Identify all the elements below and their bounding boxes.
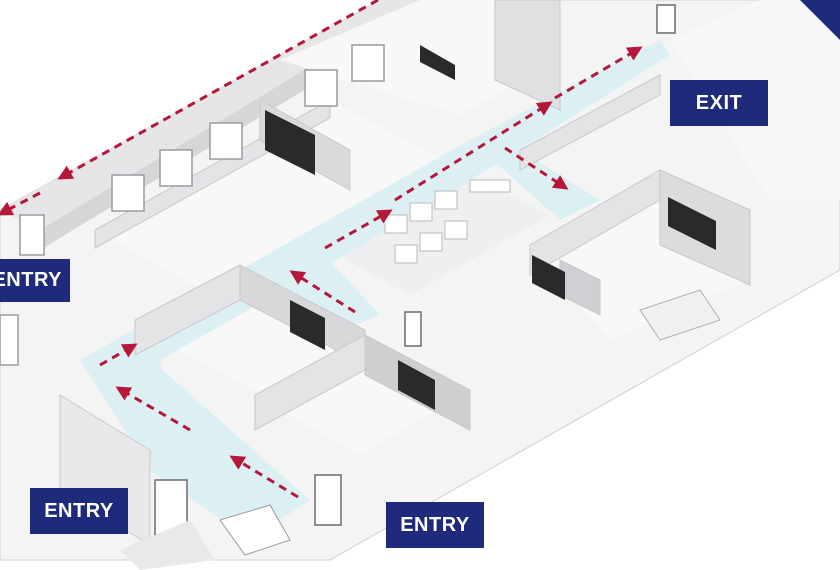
entry-ramp-slab: [120, 520, 215, 570]
red-dashed-arrow: [324, 209, 393, 250]
corner-accent: [800, 0, 840, 40]
restroom-stalls: [384, 179, 511, 264]
exit-label: EXIT: [670, 80, 768, 126]
entry-label-bottom-right: ENTRY: [386, 502, 484, 548]
red-dashed-arrow: [554, 46, 643, 100]
corridor-main: [80, 40, 670, 450]
room-northwest: [95, 100, 480, 310]
door-icon: [154, 4, 676, 536]
corridor-south: [80, 350, 310, 540]
entry-steps: [219, 504, 291, 556]
red-dashed-arrow: [394, 101, 553, 202]
wall-screen-icon: [265, 45, 716, 410]
entry-label-left: ENTRY: [0, 259, 70, 302]
corridor-east: [470, 140, 600, 220]
window-icon: [0, 44, 385, 366]
red-dashed-arrow: [0, 191, 41, 216]
red-dashed-arrow: [99, 343, 138, 367]
red-dashed-arrow: [289, 270, 356, 314]
route-arrows: [0, 0, 643, 499]
red-dashed-arrow: [57, 0, 379, 180]
red-dashed-arrow: [504, 146, 569, 190]
entry-label-bottom-left: ENTRY: [30, 488, 128, 534]
room-restroom-block: [310, 165, 550, 295]
exit-steps: [639, 289, 721, 341]
